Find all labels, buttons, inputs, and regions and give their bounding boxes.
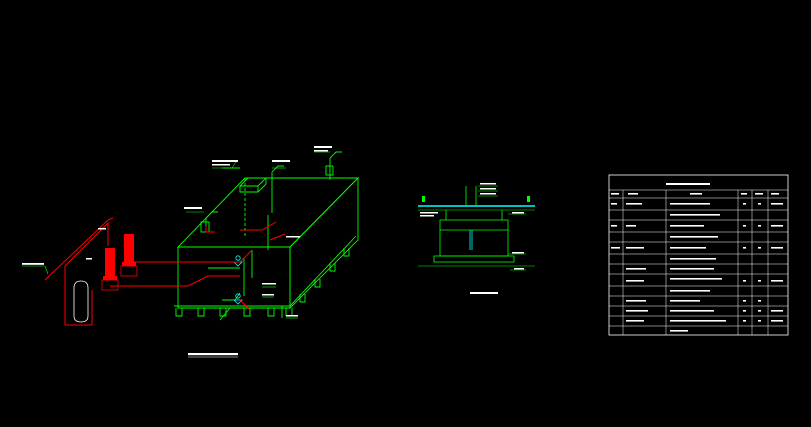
table-grid bbox=[609, 189, 788, 335]
annotation-marks bbox=[22, 146, 332, 317]
valve-icon bbox=[233, 299, 243, 305]
section-tank bbox=[433, 186, 515, 263]
section-marker bbox=[527, 196, 530, 202]
pump-icon bbox=[120, 234, 138, 277]
pump-icon bbox=[101, 248, 119, 291]
pressure-tank-icon bbox=[73, 280, 89, 323]
lower-suction-pipe bbox=[110, 275, 240, 287]
tank-side-face bbox=[289, 176, 359, 310]
support-foot bbox=[329, 263, 336, 272]
main-pipe bbox=[64, 221, 109, 325]
tank-base-line bbox=[174, 235, 357, 307]
support-foot bbox=[175, 308, 183, 317]
gauge-icon bbox=[235, 255, 241, 261]
support-foot bbox=[343, 248, 350, 257]
top-pipe bbox=[240, 221, 277, 231]
pump-set bbox=[101, 234, 138, 291]
table-cell-marks bbox=[611, 193, 783, 332]
section-caption bbox=[470, 292, 498, 294]
support-foot bbox=[243, 308, 251, 317]
upper-suction-pipe bbox=[128, 249, 253, 263]
gauge-icon bbox=[235, 293, 241, 299]
water-tank bbox=[174, 176, 360, 310]
table-border bbox=[608, 174, 789, 336]
supply-pipes bbox=[44, 217, 286, 326]
equipment-table bbox=[608, 174, 789, 336]
support-foot bbox=[299, 294, 306, 303]
support-foot bbox=[267, 308, 275, 317]
support-foot bbox=[197, 308, 205, 317]
vent-pipes bbox=[200, 151, 342, 233]
support-foot bbox=[314, 279, 321, 288]
section-marker bbox=[422, 196, 425, 202]
isometric-tank-diagram bbox=[22, 146, 360, 358]
tank-supports bbox=[175, 248, 350, 317]
diag-pipe bbox=[44, 217, 114, 281]
section-leaders bbox=[478, 185, 526, 271]
table-title-mark bbox=[666, 183, 710, 185]
tank-section-view bbox=[418, 183, 535, 294]
leader-lines bbox=[22, 151, 330, 319]
isometric-caption bbox=[188, 353, 238, 358]
manhole bbox=[238, 177, 268, 193]
elevation-labels bbox=[420, 183, 524, 270]
